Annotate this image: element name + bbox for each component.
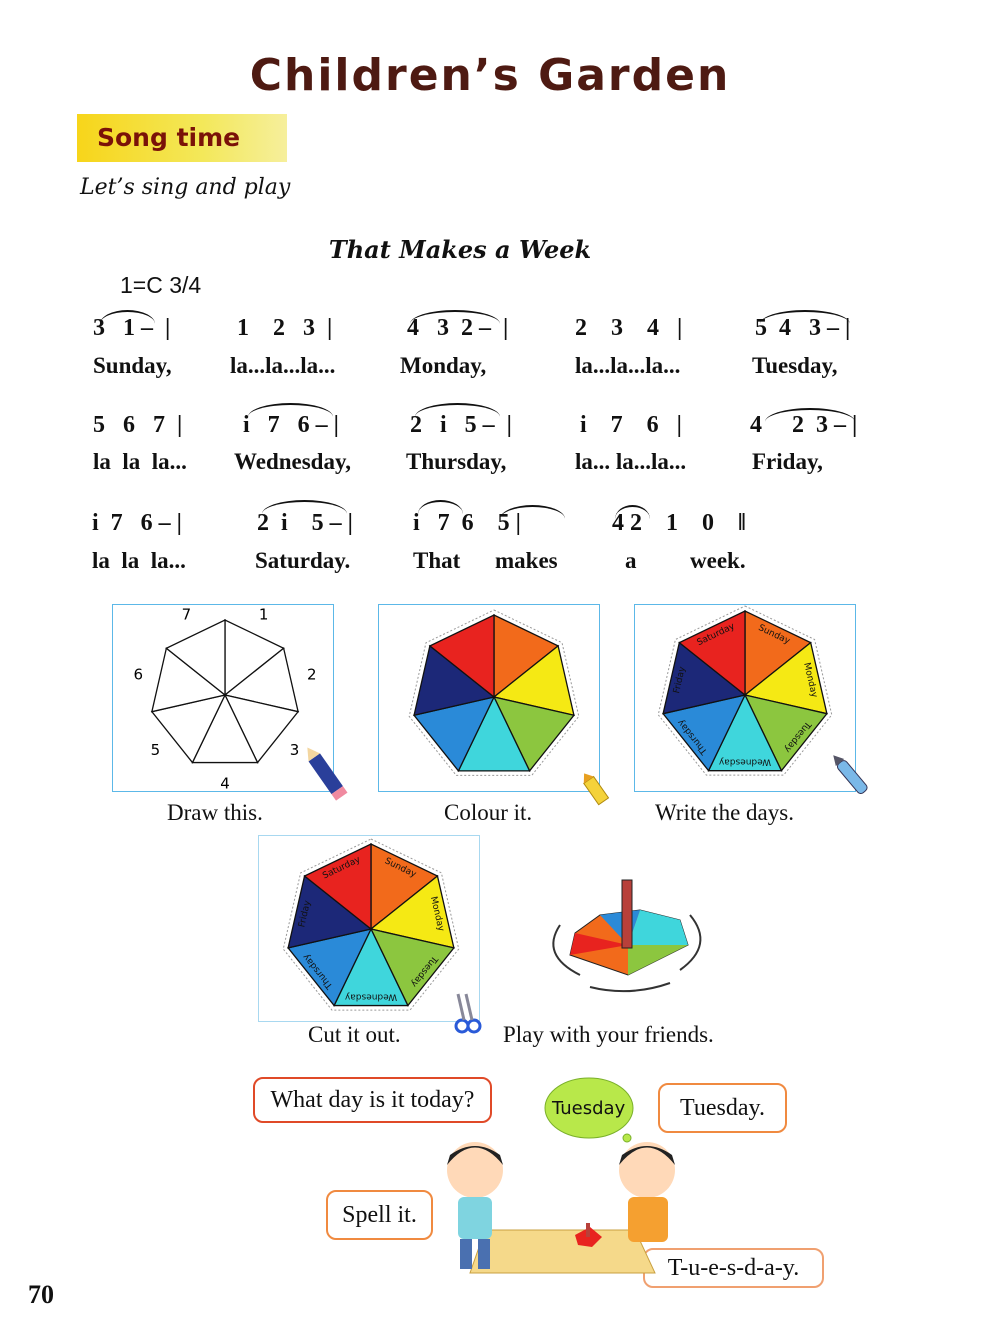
colour-box	[378, 604, 600, 792]
lyric: Wednesday,	[234, 449, 351, 474]
segment-saturday	[678, 609, 746, 697]
children-illustration	[447, 1142, 675, 1274]
segment-number: 7	[182, 605, 192, 623]
coloured-heptagon	[408, 609, 580, 776]
lyric: la...la...la...	[575, 353, 681, 378]
notes-measure: 1 2 3 |	[237, 315, 333, 341]
song-title: That Makes a Week	[328, 235, 592, 264]
segment-number: 1	[259, 605, 269, 623]
lyric: Friday,	[752, 449, 823, 474]
lyric: la... la...la...	[575, 449, 687, 474]
lyric: Saturday.	[255, 548, 351, 573]
crayon-icon	[583, 773, 610, 806]
segment-number: 6	[133, 666, 143, 684]
speech-bubble-question: What day is it today?	[253, 1077, 492, 1123]
lyric: makes	[495, 548, 558, 573]
notes-measure: 2 i 5 – |	[257, 510, 353, 536]
outline-heptagon: 1 2 3 4 5 6 7	[133, 605, 317, 792]
day-label: Wednesday	[718, 757, 771, 767]
speech-bubble-spell: Spell it.	[326, 1190, 433, 1240]
lyric: a	[625, 548, 637, 573]
notes-measure: i 7 6 – |	[243, 412, 339, 438]
key-signature: 1=C 3/4	[120, 272, 202, 298]
labelled-heptagon: SundayMondayTuesdayWednesdayThursdayFrid…	[657, 605, 833, 776]
segment-number: 5	[151, 741, 161, 759]
segment-number: 3	[290, 741, 300, 759]
notes-measure: 2 i 5 – |	[410, 412, 512, 438]
lyric: la...la...la...	[230, 353, 336, 378]
segment-number: 2	[307, 666, 317, 684]
day-label: Wednesday	[344, 992, 397, 1002]
instruction: Let’s sing and play	[80, 175, 291, 200]
section-label: Song time	[97, 123, 241, 152]
speech-bubble-answer: Tuesday.	[658, 1083, 787, 1133]
lyric: Monday,	[400, 353, 487, 378]
lyric: Sunday,	[93, 353, 172, 378]
pen-icon	[833, 755, 868, 795]
day-card-label: Tuesday	[552, 1098, 626, 1119]
segment-saturday	[303, 842, 372, 931]
section-badge: Song time	[77, 114, 287, 162]
segment-saturday	[165, 618, 226, 697]
notes-measure: i 7 6 |	[580, 412, 682, 438]
lyric: la la la...	[93, 449, 187, 474]
draw-box: 1 2 3 4 5 6 7	[112, 604, 334, 793]
notes-measure: 5 6 7 |	[93, 412, 183, 438]
lyric: week.	[690, 548, 746, 573]
lyric: Thursday,	[406, 449, 507, 474]
day-card-cloud	[544, 1077, 634, 1143]
caption-draw: Draw this.	[167, 800, 263, 825]
lyric: Tuesday,	[752, 353, 838, 378]
caption-play: Play with your friends.	[503, 1022, 714, 1047]
notes-measure: i 7 6 – |	[92, 510, 182, 536]
page-title: Children’s Garden	[249, 50, 731, 101]
segment-saturday	[428, 613, 495, 699]
lyric: la la la...	[92, 548, 186, 573]
spinning-top-illustration	[552, 879, 702, 993]
segment-number: 4	[220, 775, 230, 792]
caption-cut: Cut it out.	[308, 1022, 401, 1047]
page-number: 70	[28, 1280, 54, 1309]
speech-bubble-spelled: T-u-e-s-d-a-y.	[643, 1248, 824, 1288]
notes-measure: 2 3 4 |	[575, 315, 683, 341]
cut-out-heptagon: SundayMondayTuesdayWednesdayThursdayFrid…	[282, 838, 460, 1011]
lyric: That	[413, 548, 461, 573]
pencil-icon	[307, 747, 348, 801]
scissors-icon	[454, 993, 482, 1034]
caption-colour: Colour it.	[444, 800, 533, 825]
caption-write: Write the days.	[655, 800, 794, 825]
